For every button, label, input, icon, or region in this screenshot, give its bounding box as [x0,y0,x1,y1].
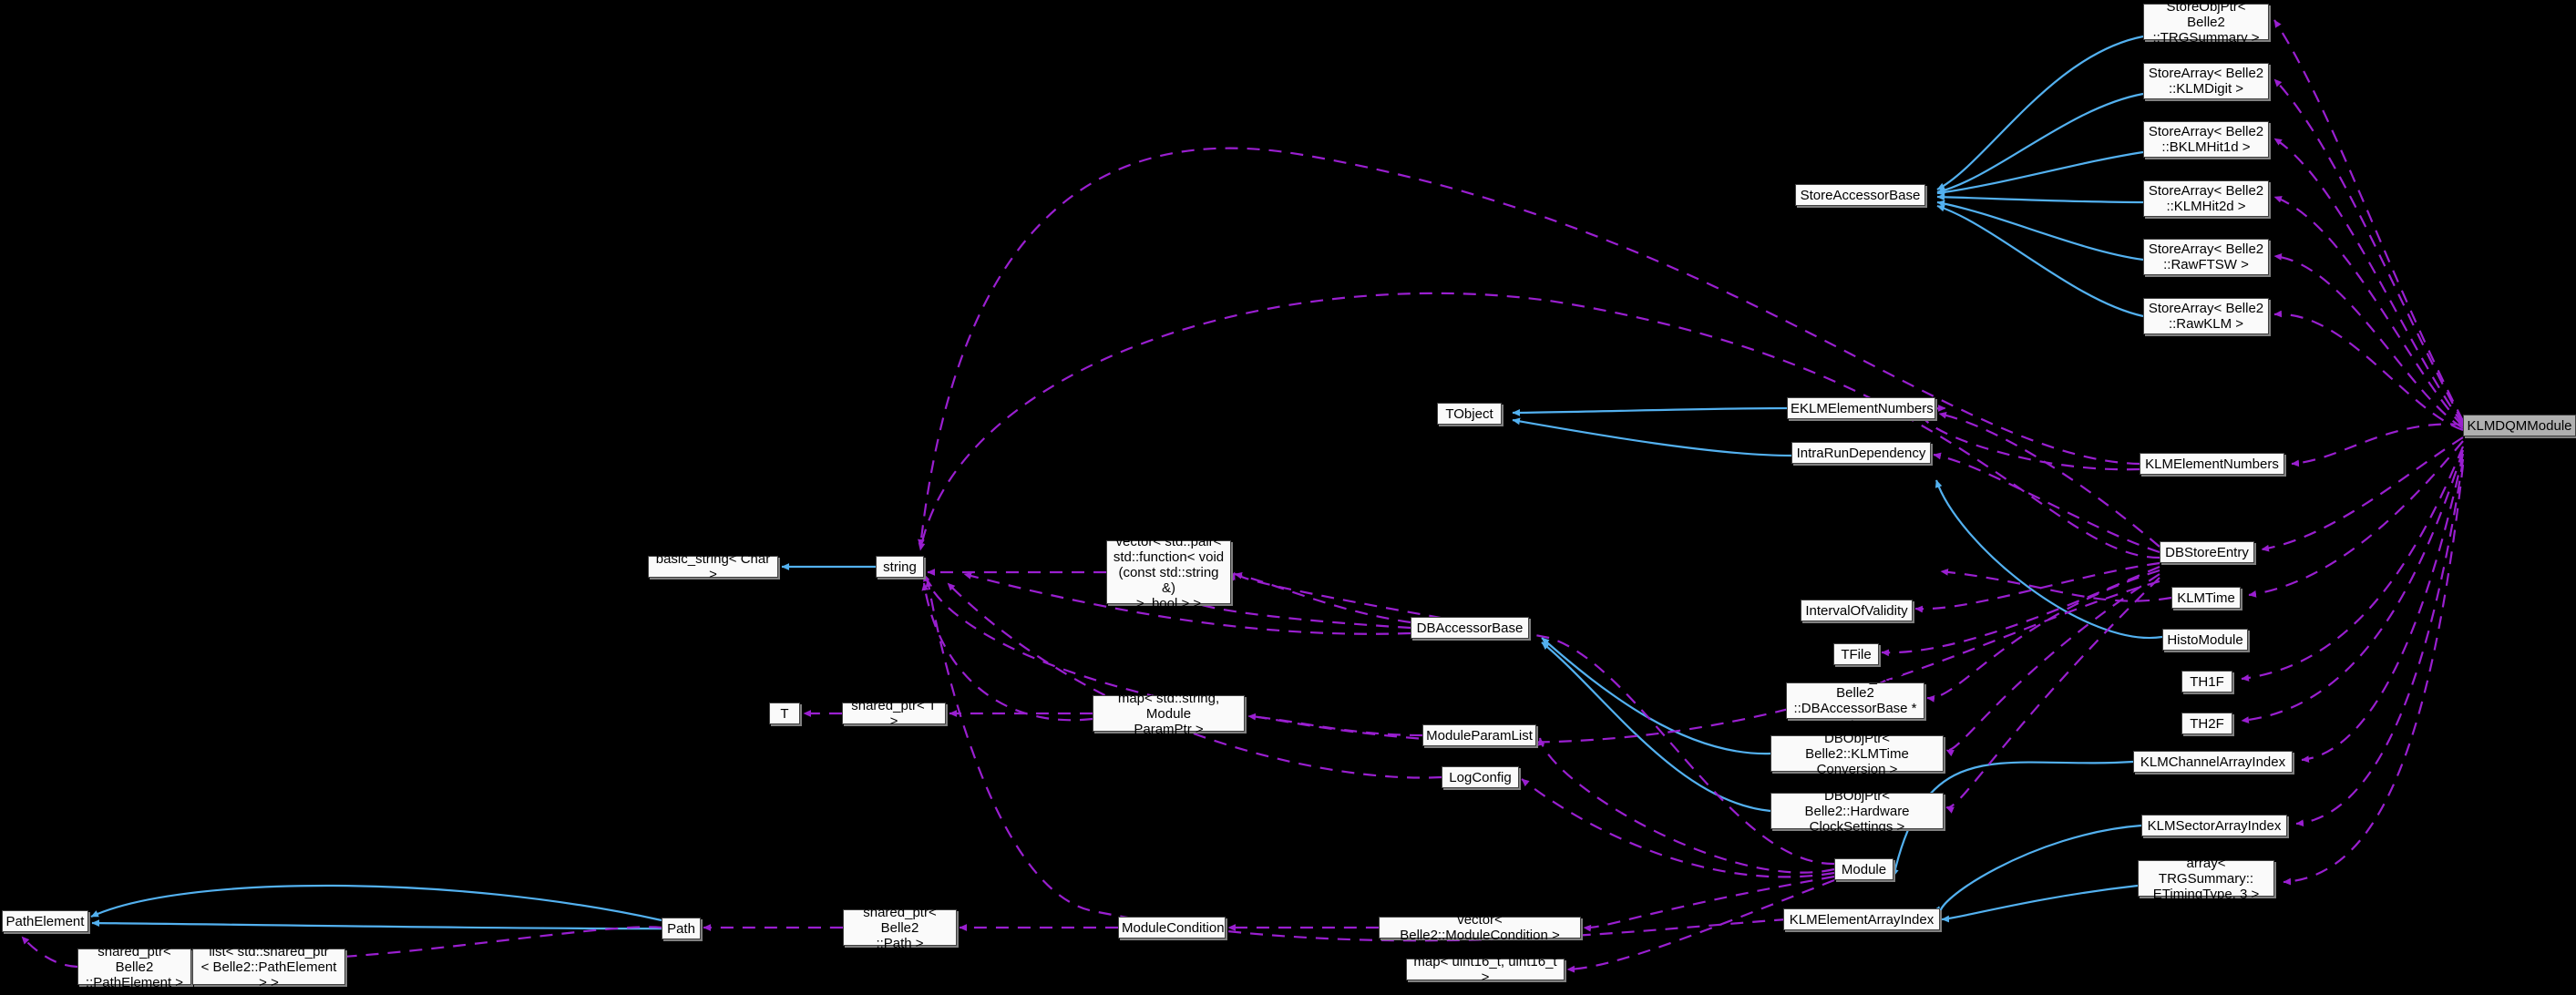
class-node-shared_ptr_pathelement[interactable]: shared_ptr< Belle2 ::PathElement > [77,944,191,990]
class-node-storearray_klmdigit[interactable]: StoreArray< Belle2 ::KLMDigit > [2143,63,2269,99]
class-node-label: basic_string< Char > [655,551,771,582]
class-node-label: list< std::shared_ptr < Belle2::PathElem… [200,943,337,990]
class-node-label: IntervalOfValidity [1805,602,1908,619]
class-node-label: DBObjPtr< Belle2::KLMTime Conversion > [1805,730,1909,777]
class-node-histomodule[interactable]: HistoModule [2162,629,2248,651]
class-node-label: array< TRGSummary:: ETimingType, 3 > [2152,855,2260,902]
class-node-klmdqmmodule[interactable]: KLMDQMModule [2463,415,2576,436]
class-node-label: KLMSectorArrayIndex [2147,817,2282,834]
class-node-klmelementarrayindex[interactable]: KLMElementArrayIndex [1783,908,1940,930]
class-node-label: StoreArray< Belle2 ::KLMHit2d > [2148,183,2264,214]
class-node-klmsectorarrayindex[interactable]: KLMSectorArrayIndex [2141,815,2287,836]
class-node-unordered_set_dbaccessorbase[interactable]: unordered_set< Belle2 ::DBAccessorBase *… [1786,670,1924,732]
class-node-label: IntraRunDependency [1796,445,1926,461]
class-node-label: StoreArray< Belle2 ::BKLMHit1d > [2148,124,2264,155]
class-node-label: shared_ptr< Belle2 ::Path > [863,904,937,951]
class-node-label: PathElement [5,913,85,929]
class-node-label: Module [1841,861,1887,877]
class-node-label: TFile [1841,646,1872,662]
class-node-klmtime[interactable]: KLMTime [2171,587,2241,609]
class-node-label: KLMDQMModule [2467,417,2572,434]
class-node-label: StoreArray< Belle2 ::KLMDigit > [2148,66,2264,97]
class-node-th1f[interactable]: TH1F [2181,671,2232,692]
class-node-label: KLMChannelArrayIndex [2140,754,2286,770]
class-node-label: unordered_set< Belle2 ::DBAccessorBase *… [1793,670,1917,732]
class-node-storearray_bklmhit1d[interactable]: StoreArray< Belle2 ::BKLMHit1d > [2143,121,2269,158]
class-node-array_trgsummary[interactable]: array< TRGSummary:: ETimingType, 3 > [2138,856,2274,902]
class-node-dbobjptr_hardwareclocksettings[interactable]: DBObjPtr< Belle2::Hardware ClockSettings… [1770,788,1944,835]
class-node-label: StoreArray< Belle2 ::RawKLM > [2148,301,2264,332]
class-node-klmchannelarrayindex[interactable]: KLMChannelArrayIndex [2133,751,2293,773]
class-node-label: StoreArray< Belle2 ::RawFTSW > [2148,241,2264,272]
class-node-vector_pair_function[interactable]: vector< std::pair< std::function< void (… [1106,534,1231,611]
class-node-label: TObject [1445,405,1493,422]
class-node-vector_modulecondition[interactable]: vector< Belle2::ModuleCondition > [1379,912,1581,943]
class-node-label: map< uint16_t, uint16_t > [1413,954,1557,985]
class-node-label: DBObjPtr< Belle2::Hardware ClockSettings… [1804,787,1910,835]
class-node-label: KLMElementArrayIndex [1789,911,1935,928]
class-node-label: TH1F [2190,673,2224,690]
class-node-storeobjptr_trgsummary[interactable]: StoreObjPtr< Belle2 ::TRGSummary > [2143,0,2269,46]
class-node-label: EKLMElementNumbers [1791,400,1934,416]
class-node-pathelement[interactable]: PathElement [2,910,88,932]
class-node-shared_ptr_t[interactable]: shared_ptr< T > [842,698,946,729]
class-node-intervalofvalidity[interactable]: IntervalOfValidity [1801,600,1913,621]
class-node-th2f[interactable]: TH2F [2181,713,2232,734]
class-node-list_shared_ptr_pathelement[interactable]: list< std::shared_ptr < Belle2::PathElem… [192,944,345,990]
class-node-moduleparamlist[interactable]: ModuleParamList [1422,724,1536,746]
class-node-label: LogConfig [1449,769,1512,785]
class-node-label: ModuleCondition [1122,919,1225,936]
class-node-eklmelementnumbers[interactable]: EKLMElementNumbers [1787,397,1935,419]
class-node-dbstoreentry[interactable]: DBStoreEntry [2160,541,2254,563]
class-node-map_uint16[interactable]: map< uint16_t, uint16_t > [1406,954,1565,985]
class-node-label: StoreAccessorBase [1800,187,1921,203]
class-node-storearray_rawftsw[interactable]: StoreArray< Belle2 ::RawFTSW > [2143,239,2269,275]
class-node-label: StoreObjPtr< Belle2 ::TRGSummary > [2152,0,2260,46]
class-node-label: HistoModule [2167,631,2243,648]
class-node-label: shared_ptr< Belle2 ::PathElement > [85,943,184,990]
class-node-klmelementnumbers[interactable]: KLMElementNumbers [2140,453,2284,475]
class-node-label: shared_ptr< T > [851,698,937,729]
class-node-dbobjptr_klmtimeconversion[interactable]: DBObjPtr< Belle2::KLMTime Conversion > [1770,731,1944,777]
class-node-label: vector< Belle2::ModuleCondition > [1400,912,1560,943]
class-node-logconfig[interactable]: LogConfig [1442,766,1519,788]
class-node-storearray_klmhit2d[interactable]: StoreArray< Belle2 ::KLMHit2d > [2143,180,2269,217]
class-node-module[interactable]: Module [1834,858,1894,880]
class-node-t_node[interactable]: T [769,703,800,724]
class-node-label: map< std::string, Module ParamPtr > [1117,690,1220,737]
class-node-label: KLMTime [2177,590,2235,606]
class-node-label: DBStoreEntry [2165,544,2249,560]
class-node-modulecondition[interactable]: ModuleCondition [1118,917,1226,939]
class-node-storearray_rawklm[interactable]: StoreArray< Belle2 ::RawKLM > [2143,298,2269,334]
class-node-tobject[interactable]: TObject [1437,403,1502,425]
class-node-path[interactable]: Path [662,918,701,939]
class-node-string[interactable]: string [876,556,924,578]
class-node-label: DBAccessorBase [1416,620,1524,636]
class-node-label: KLMElementNumbers [2145,456,2279,472]
class-node-label: TH2F [2190,715,2224,732]
class-node-label: ModuleParamList [1426,727,1533,744]
class-node-label: vector< std::pair< std::function< void (… [1113,533,1225,611]
class-node-label: string [883,559,917,575]
class-node-label: Path [667,920,695,937]
class-node-storeaccessorbase[interactable]: StoreAccessorBase [1795,184,1925,206]
class-node-tfile[interactable]: TFile [1833,643,1879,665]
class-node-intrarundependency[interactable]: IntraRunDependency [1791,442,1931,464]
class-node-label: T [780,705,789,722]
class-node-map_string_moduleparamptr[interactable]: map< std::string, Module ParamPtr > [1093,691,1245,737]
class-node-shared_ptr_path[interactable]: shared_ptr< Belle2 ::Path > [843,905,957,951]
class-node-basic_string_char[interactable]: basic_string< Char > [648,551,778,582]
class-node-dbaccessorbase[interactable]: DBAccessorBase [1411,617,1529,639]
